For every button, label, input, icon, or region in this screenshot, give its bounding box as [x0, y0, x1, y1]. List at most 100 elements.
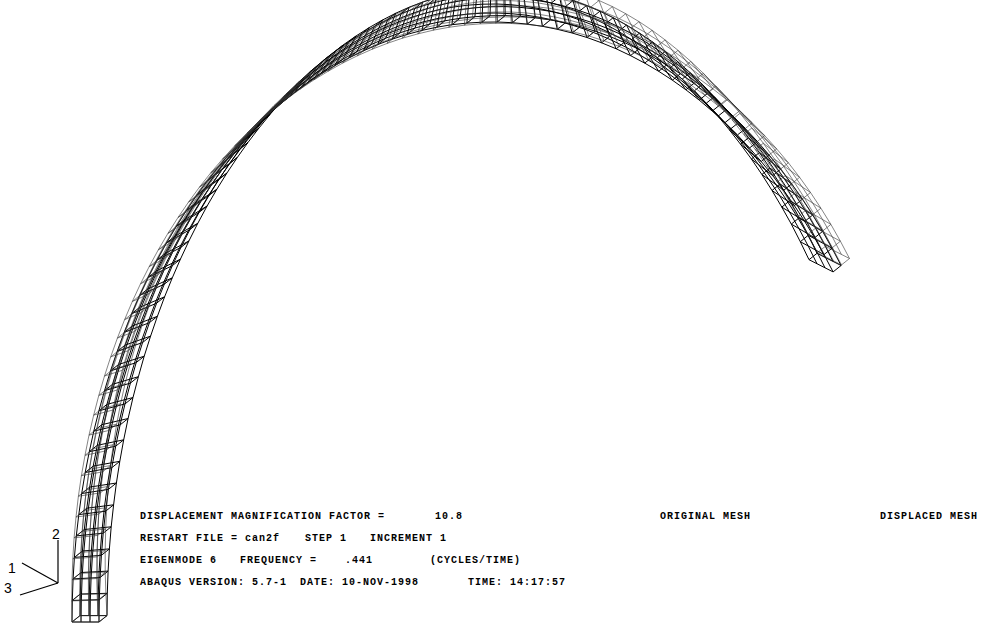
- mesh-line: [81, 13, 825, 622]
- mesh-line: [97, 0, 834, 616]
- mesh-line: [97, 0, 817, 622]
- plot-info-text: .441: [345, 555, 373, 567]
- mesh-line: [222, 140, 245, 159]
- mesh-line: [509, 0, 519, 24]
- mesh-line: [99, 384, 125, 396]
- mesh-line: [314, 53, 335, 80]
- axis-label: 3: [4, 580, 12, 596]
- mesh-line: [817, 246, 849, 265]
- mesh-line: [88, 6, 841, 616]
- plot-info-text: INCREMENT 1: [370, 533, 447, 545]
- mesh-line: [286, 75, 308, 100]
- mesh-line: [343, 34, 363, 64]
- plot-info-text: DATE: 10-NOV-1998: [300, 577, 419, 589]
- mesh-line: [80, 16, 841, 616]
- plot-info-text: RESTART FILE = can2f: [140, 533, 280, 545]
- plot-info-text: ABAQUS VERSION: 5.7-1: [140, 577, 287, 589]
- mesh-line: [767, 159, 800, 184]
- axis-triad: [20, 540, 58, 595]
- mesh-line: [149, 252, 173, 267]
- mesh-line: [211, 154, 234, 173]
- mesh-line: [117, 325, 142, 338]
- mesh-line: [732, 113, 765, 142]
- mesh-line: [523, 0, 535, 24]
- mesh-line: [80, 12, 833, 622]
- mesh-line: [74, 529, 106, 538]
- mesh-line: [402, 4, 418, 39]
- plot-info-text: TIME: 14:17:57: [468, 577, 566, 589]
- mesh-line: [247, 112, 270, 133]
- mesh-line: [98, 0, 825, 616]
- mesh-line: [537, 0, 551, 26]
- mesh-line: [497, 0, 506, 22]
- mesh-line: [683, 61, 713, 95]
- plot-info-text: DISPLACED MESH: [880, 511, 978, 523]
- mesh-line: [111, 344, 136, 357]
- mesh-line: [85, 445, 113, 456]
- mesh-line: [720, 99, 752, 129]
- mesh-line: [94, 404, 121, 415]
- original-mesh: [72, 0, 841, 622]
- mesh-line: [89, 7, 833, 616]
- mesh-line: [72, 572, 105, 580]
- mesh-line: [78, 487, 108, 497]
- mesh-line: [76, 508, 107, 517]
- mesh-line: [449, 0, 461, 27]
- mesh-line: [578, 0, 597, 36]
- mesh-line: [273, 87, 295, 110]
- mesh-line: [357, 25, 376, 56]
- mesh-line: [670, 50, 699, 85]
- mesh-line: [132, 288, 156, 302]
- mesh-line: [235, 126, 258, 146]
- mesh-line: [158, 235, 181, 250]
- mesh-line: [631, 22, 657, 60]
- plot-info-text: (CYCLES/TIME): [430, 555, 521, 567]
- plot-info-text: 10.8: [435, 511, 463, 523]
- mesh-line: [178, 201, 201, 217]
- mesh-line: [141, 270, 165, 284]
- mesh-line: [798, 210, 831, 231]
- mesh-line: [125, 306, 149, 319]
- mesh-line: [777, 176, 810, 199]
- mesh-line: [107, 0, 817, 616]
- mesh-line: [708, 86, 740, 117]
- mesh-line: [72, 594, 106, 601]
- mesh-line: [72, 616, 107, 622]
- mesh-line: [189, 185, 212, 202]
- mesh-line: [199, 170, 222, 188]
- plot-info-text: EIGENMODE 6: [140, 555, 217, 567]
- mesh-line: [480, 0, 489, 24]
- mesh-line: [591, 1, 612, 41]
- mesh-line: [808, 228, 841, 248]
- mesh-line: [464, 0, 475, 25]
- mesh-line: [618, 14, 642, 53]
- mesh-line: [72, 593, 107, 600]
- mesh-line: [89, 1, 826, 622]
- mesh-line: [670, 62, 694, 90]
- mesh-line: [644, 30, 671, 67]
- mesh-line: [387, 10, 405, 44]
- mesh-line: [495, 0, 504, 23]
- mesh-line: [433, 0, 447, 30]
- displaced-mesh: [72, 0, 850, 622]
- mesh-line: [105, 364, 131, 376]
- mesh-line: [418, 0, 433, 34]
- mesh-line: [744, 128, 777, 155]
- mesh-line: [81, 466, 110, 476]
- mesh-line: [550, 0, 566, 29]
- plot-info-text: STEP 1: [305, 533, 347, 545]
- mesh-line: [604, 7, 627, 47]
- plot-info-text: ORIGINAL MESH: [660, 511, 751, 523]
- axis-label: 2: [52, 526, 60, 542]
- axis-label: 1: [8, 560, 16, 576]
- mesh-line: [372, 17, 390, 49]
- mesh-line: [73, 551, 105, 559]
- plot-info-text: DISPLACEMENT MAGNIFICATION FACTOR =: [140, 511, 385, 523]
- mesh-line: [89, 424, 117, 435]
- plot-info-text: FREQUENCY =: [240, 555, 317, 567]
- mesh-line: [72, 22, 833, 622]
- mesh-line: [90, 4, 817, 622]
- mesh-line: [168, 218, 191, 234]
- mesh-line: [105, 0, 825, 616]
